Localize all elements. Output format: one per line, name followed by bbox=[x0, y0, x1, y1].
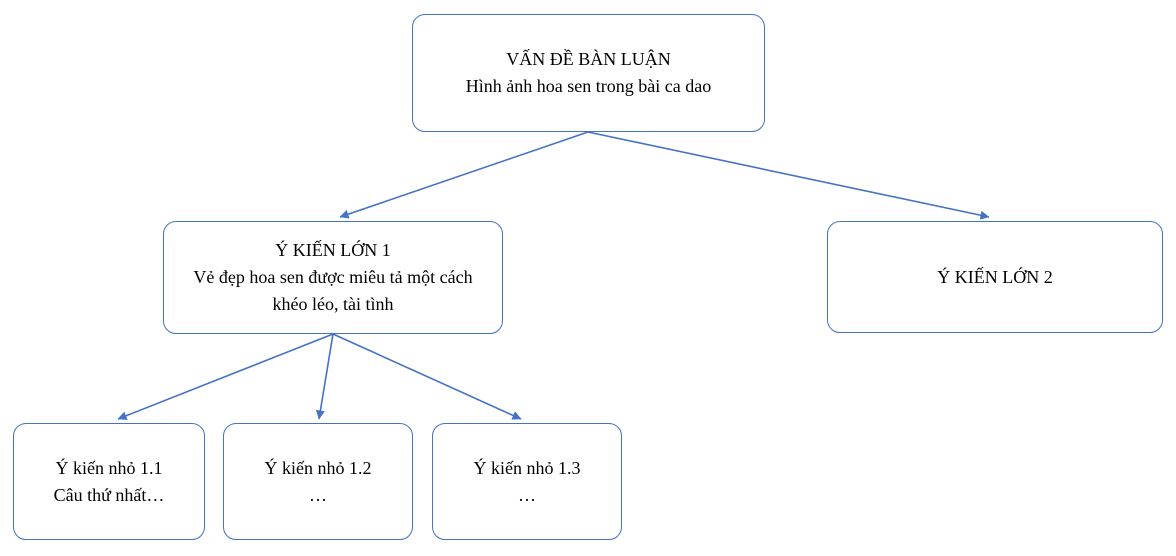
node-opinion-2: Ý KIẾN LỚN 2 bbox=[827, 221, 1163, 333]
node-subidea-1-2: Ý kiến nhỏ 1.2 … bbox=[223, 423, 413, 540]
node-subidea-1-3-title: Ý kiến nhỏ 1.3 bbox=[473, 457, 581, 478]
node-subidea-1-1: Ý kiến nhỏ 1.1 Câu thứ nhất… bbox=[13, 423, 205, 540]
node-problem-title: VẤN ĐỀ BÀN LUẬN bbox=[506, 49, 671, 69]
node-opinion-1-subtitle: Vẻ đẹp hoa sen được miêu tả một cách khé… bbox=[193, 267, 473, 314]
connector-problem-to-opinion1 bbox=[339, 131, 589, 219]
node-subidea-1-1-title: Ý kiến nhỏ 1.1 bbox=[55, 457, 163, 478]
node-subidea-1-2-title: Ý kiến nhỏ 1.2 bbox=[264, 457, 372, 478]
node-subidea-1-3-subtitle: … bbox=[518, 484, 536, 505]
connector-problem-to-opinion2 bbox=[587, 131, 990, 220]
node-opinion-2-title: Ý KIẾN LỚN 2 bbox=[937, 266, 1053, 287]
connector-opinion1-to-sub12 bbox=[315, 333, 334, 420]
node-subidea-1-1-subtitle: Câu thứ nhất… bbox=[53, 484, 165, 505]
node-subidea-1-2-subtitle: … bbox=[309, 484, 327, 505]
node-problem-subtitle: Hình ảnh hoa sen trong bài ca dao bbox=[465, 76, 712, 96]
connector-opinion1-to-sub13 bbox=[332, 333, 522, 420]
node-opinion-1-title: Ý KIẾN LỚN 1 bbox=[275, 240, 391, 260]
node-problem: VẤN ĐỀ BÀN LUẬN Hình ảnh hoa sen trong b… bbox=[412, 14, 765, 132]
node-subidea-1-3: Ý kiến nhỏ 1.3 … bbox=[432, 423, 622, 540]
connector-opinion1-to-sub11 bbox=[117, 333, 334, 421]
node-opinion-1: Ý KIẾN LỚN 1 Vẻ đẹp hoa sen được miêu tả… bbox=[163, 221, 503, 334]
